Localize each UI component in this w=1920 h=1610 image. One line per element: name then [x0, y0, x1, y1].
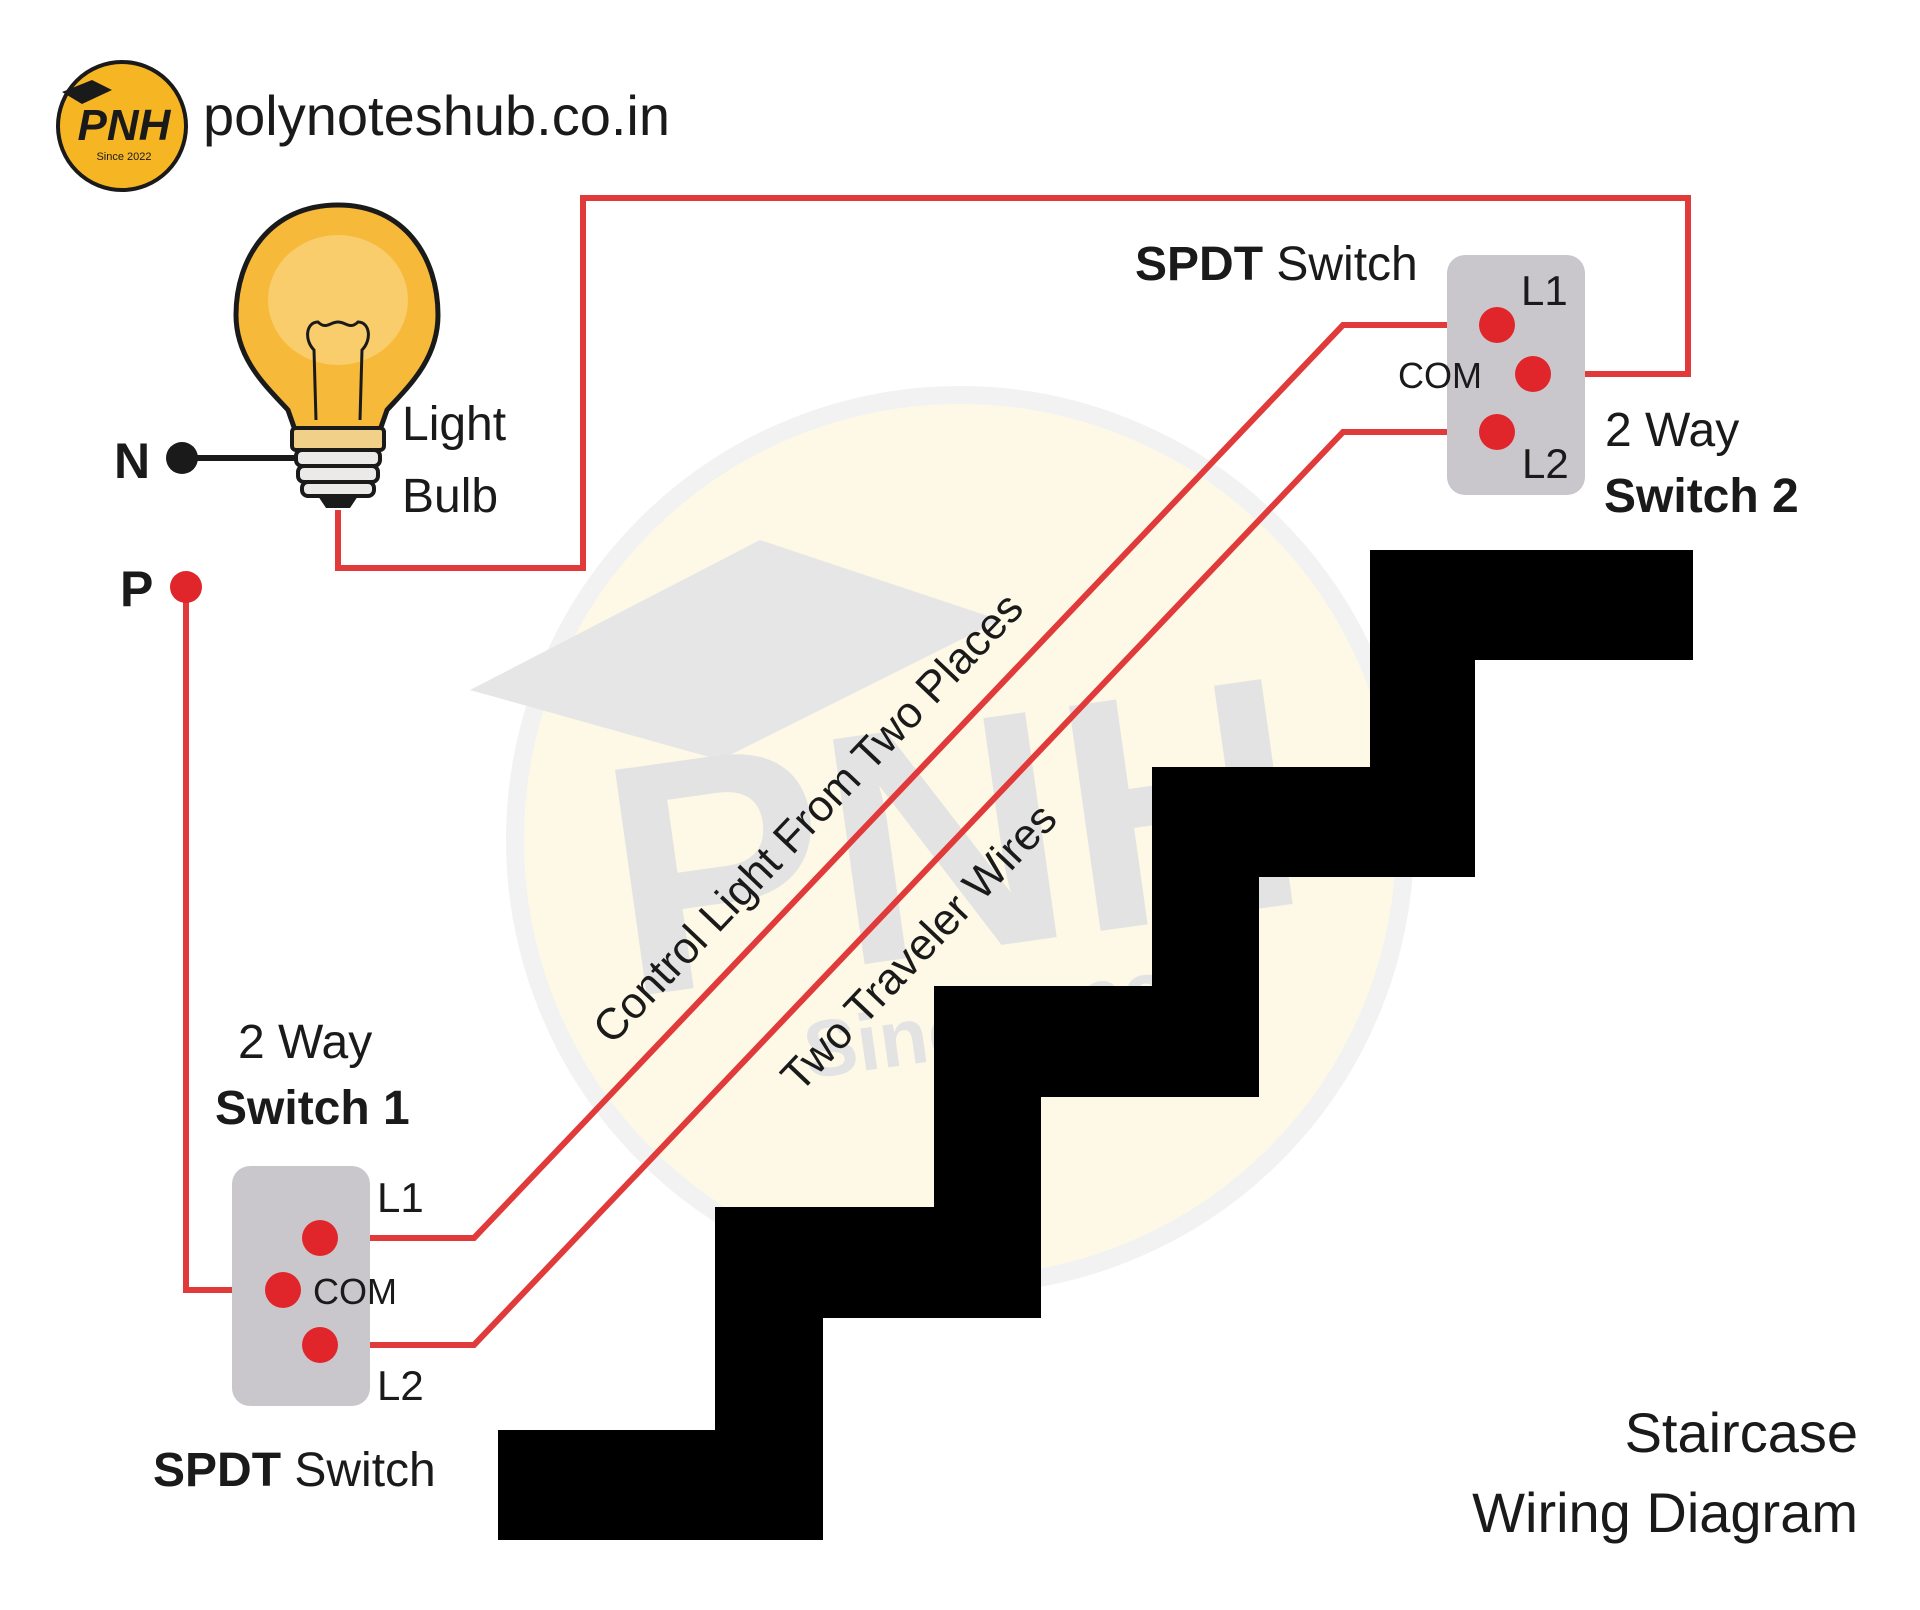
switch-1-l2-terminal — [302, 1327, 338, 1363]
switch-2-type-rest: Switch — [1263, 238, 1418, 291]
switch-2-l1-label: L1 — [1521, 267, 1568, 314]
bulb-base-thread-3 — [300, 480, 376, 498]
switch-1-l2-label: L2 — [377, 1362, 424, 1409]
caption-line2: Wiring Diagram — [1472, 1481, 1858, 1544]
phase-label: P — [120, 561, 153, 617]
switch-1-l1-label: L1 — [377, 1174, 424, 1221]
bulb-tip — [318, 496, 358, 508]
bulb-base-thread-2 — [296, 464, 380, 484]
switch-1-type-label: SPDT Switch — [153, 1444, 436, 1497]
bulb-glow — [268, 235, 408, 365]
site-logo: PNH Since 2022 — [56, 60, 188, 192]
switch-1: L1 COM L2 — [232, 1166, 424, 1409]
switch-2: L1 COM L2 — [1398, 255, 1585, 495]
neutral-label: N — [114, 433, 150, 489]
graduation-cap-icon — [470, 540, 1000, 760]
site-url[interactable]: polynoteshub.co.in — [203, 84, 670, 147]
switch-2-type-bold: SPDT — [1135, 238, 1263, 291]
switch-1-title-line2: Switch 1 — [215, 1082, 410, 1135]
switch-1-title-line1: 2 Way — [238, 1016, 372, 1069]
switch-1-com-terminal — [265, 1272, 301, 1308]
switch-1-type-bold: SPDT — [153, 1444, 281, 1497]
switch-1-com-label: COM — [313, 1271, 397, 1312]
phase-terminal — [170, 571, 202, 603]
neutral-terminal — [166, 442, 198, 474]
switch-2-type-label: SPDT Switch — [1135, 238, 1418, 291]
caption-line1: Staircase — [1625, 1401, 1858, 1464]
switch-1-type-rest: Switch — [281, 1444, 436, 1497]
staircase-steps — [498, 550, 1693, 1540]
logo-subtext: Since 2022 — [96, 151, 151, 163]
wire-traveler-l1 — [320, 322, 1497, 1241]
watermark: PNH Since 2022 — [470, 386, 1414, 1294]
switch-2-com-label: COM — [1398, 355, 1482, 396]
bulb-base-thread-1 — [294, 448, 382, 468]
bulb-label-line1: Light — [402, 398, 506, 451]
light-bulb-icon — [233, 202, 441, 508]
wire-bulb-to-switch2-com — [335, 195, 1691, 571]
switch-2-l1-terminal — [1479, 307, 1515, 343]
switch-1-l1-terminal — [302, 1220, 338, 1256]
bulb-filament — [306, 320, 370, 421]
switch-2-com-terminal — [1515, 356, 1551, 392]
switch-2-title-line1: 2 Way — [1605, 404, 1739, 457]
switch-2-l2-terminal — [1479, 414, 1515, 450]
switch-2-title-line2: Switch 2 — [1604, 470, 1799, 523]
wires — [183, 195, 1691, 1348]
wire-traveler-l2 — [320, 429, 1497, 1348]
bulb-base-collar — [290, 426, 386, 452]
switch-2-l2-label: L2 — [1522, 440, 1569, 487]
logo-text: PNH — [78, 101, 172, 150]
logo-cap-icon — [62, 80, 112, 104]
bulb-label-line2: Bulb — [402, 470, 498, 523]
